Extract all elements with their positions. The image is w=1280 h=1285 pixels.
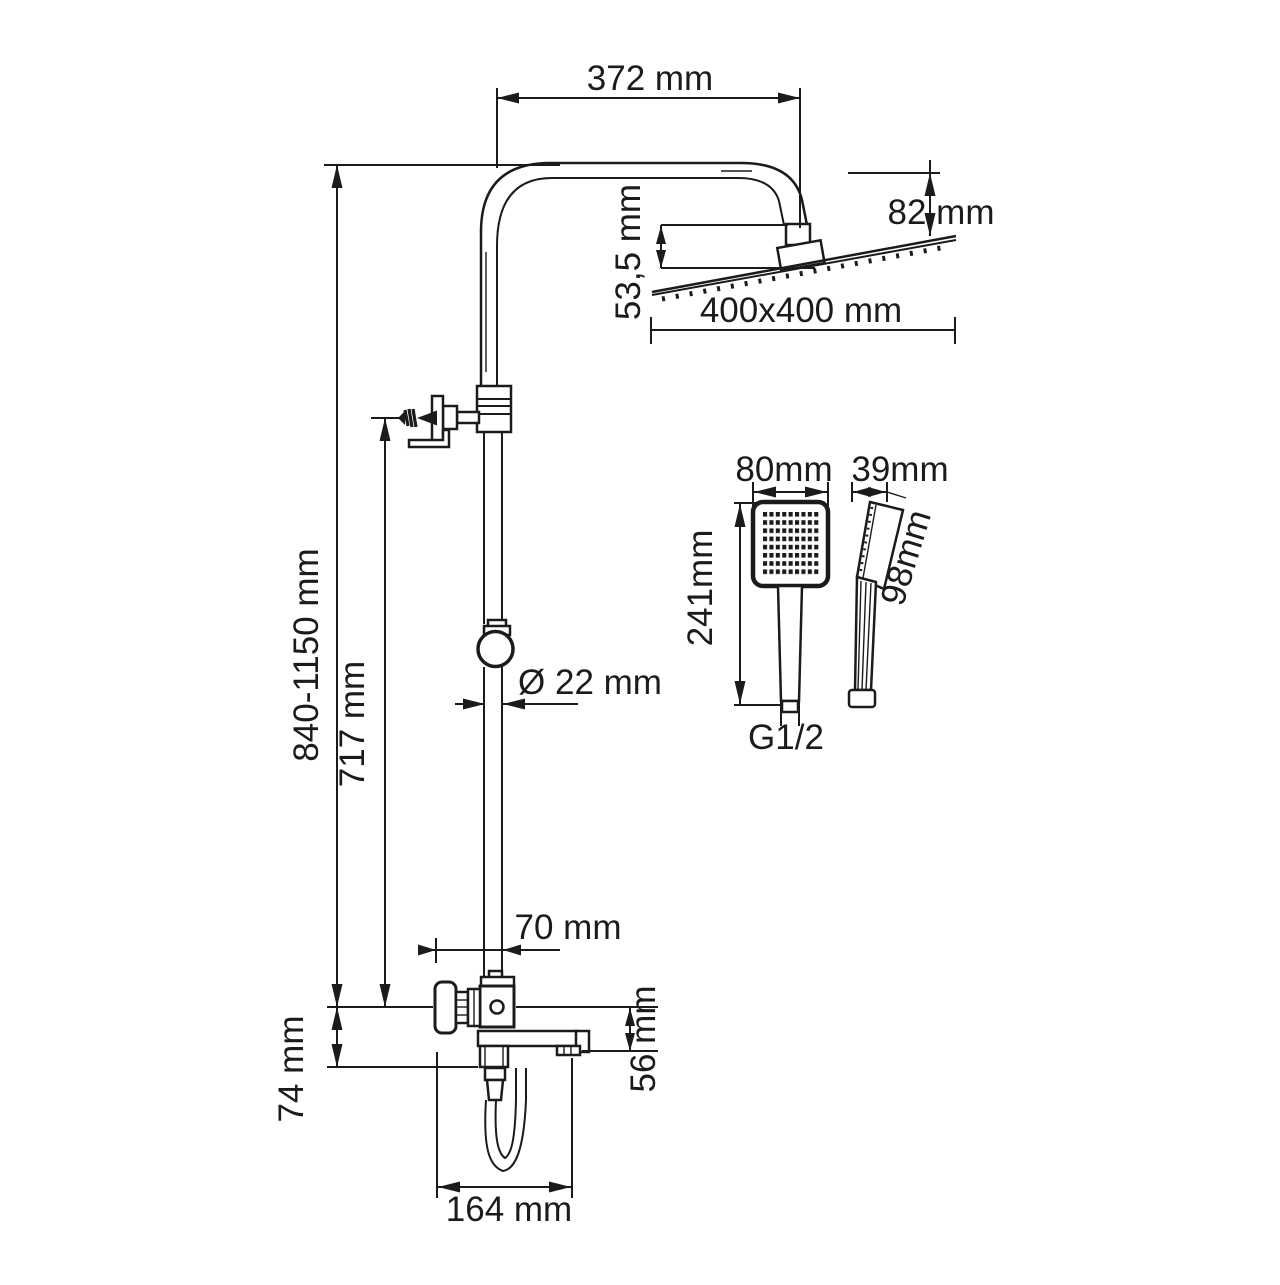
dim-spout-drop-label: 56 mm: [624, 986, 663, 1093]
dim-riser-height-label: 717 mm: [333, 661, 372, 787]
bracket-flange: [441, 404, 459, 431]
dim-head-size-label: 400x400 mm: [700, 291, 902, 330]
hose-nut: [483, 1066, 507, 1082]
hand-shower-thread-stub: [780, 699, 800, 714]
shower-arm: [479, 161, 809, 388]
mixer-handle-knob: [433, 980, 458, 1035]
dim-wall-offset: 70 mm: [418, 908, 621, 963]
mixer-screw: [489, 999, 505, 1015]
dim-wall-offset-label: 70 mm: [515, 908, 622, 947]
hand-shower-side: [847, 500, 905, 709]
dimensions: 372 mm 840-1150 mm 717 mm 82 mm: [272, 59, 994, 1229]
dim-head-offset-label: 53,5 mm: [609, 184, 648, 320]
dim-handset-length-label: 241mm: [681, 530, 720, 647]
dim-handset-width-label: 80mm: [735, 450, 832, 489]
spray-face-grid: [763, 512, 819, 576]
dim-handset-depth: 39mm: [851, 450, 949, 502]
dim-head-drop-label: 82 mm: [888, 193, 995, 232]
dim-hose-thread: G1/2: [748, 701, 824, 757]
dim-height-range: 840-1150 mm: [287, 164, 560, 1067]
dim-head-drop: 82 mm: [848, 160, 994, 236]
diverter-slider: [476, 618, 515, 669]
hand-shower-front: [750, 499, 831, 714]
hose-cone: [485, 1078, 505, 1102]
screw-anchor: [398, 408, 418, 428]
dim-height-range-label: 840-1150 mm: [287, 548, 326, 761]
spout-tailpiece: [478, 1044, 510, 1069]
hand-shower-handle: [776, 584, 804, 703]
dim-handset-length: 241mm: [681, 502, 783, 706]
shower-hose: [484, 1068, 527, 1173]
dim-handset-width: 80mm: [735, 450, 833, 506]
dim-riser-height: 717 mm: [333, 417, 399, 1007]
riser-pipe: [483, 430, 503, 978]
dim-hose-thread-label: G1/2: [748, 718, 824, 757]
dim-handset-depth-label: 39mm: [851, 450, 948, 489]
mixer-valve: [433, 969, 516, 1035]
dim-body-drop-label: 74 mm: [272, 1016, 311, 1123]
bracket-screw-shaft: [455, 410, 481, 425]
dim-overall-width: 372 mm: [496, 59, 801, 228]
dim-spout-drop: 56 mm: [516, 986, 663, 1093]
dim-body-drop: 74 mm: [272, 1006, 478, 1123]
screw-arrow: [417, 410, 437, 426]
bath-spout: [476, 1029, 591, 1102]
dim-head-offset: 53,5 mm: [609, 184, 815, 320]
dim-pipe-diameter-label: Ø 22 mm: [518, 663, 662, 702]
side-thread-cap: [847, 688, 877, 709]
dim-pipe-diameter: Ø 22 mm: [455, 663, 662, 710]
dim-spout-reach: 164 mm: [436, 1052, 573, 1229]
dim-head-size: 400x400 mm: [650, 291, 956, 344]
dim-spout-reach-label: 164 mm: [446, 1190, 572, 1229]
bracket-hook: [407, 428, 451, 449]
dim-overall-width-label: 372 mm: [587, 59, 713, 98]
spout-aerator: [555, 1044, 582, 1057]
wall-bracket: [398, 384, 513, 449]
